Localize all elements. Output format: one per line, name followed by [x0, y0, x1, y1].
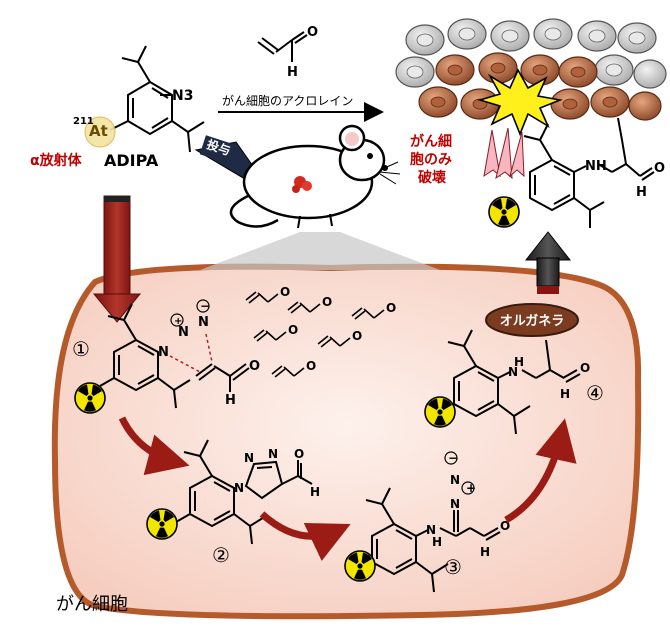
- adipa-molecule: [109, 45, 205, 153]
- radiation-icon-step3: [344, 550, 376, 582]
- svg-text:O: O: [322, 295, 332, 309]
- product-molecule-top: [523, 117, 655, 228]
- syringe: [194, 135, 261, 183]
- svg-text:O: O: [500, 519, 510, 533]
- isotope-mass: 211: [73, 116, 94, 127]
- isotope-symbol: At: [89, 122, 108, 140]
- astatine-atom: [84, 116, 116, 148]
- svg-text:H: H: [225, 393, 236, 408]
- step2-molecule: [175, 439, 313, 545]
- step4-atoms: N H O H: [508, 355, 590, 401]
- svg-text:O: O: [352, 329, 362, 343]
- svg-text:+: +: [466, 481, 476, 495]
- acrolein-o: O: [307, 25, 318, 40]
- destroyed-label-3: 破壊: [418, 169, 447, 186]
- step-2-marker: ②: [212, 543, 230, 567]
- down-arrow: [92, 195, 142, 323]
- compound-name: ADIPA: [104, 151, 159, 170]
- svg-text:H: H: [560, 387, 570, 401]
- up-arrow: [524, 231, 572, 294]
- step1-molecule: [99, 303, 250, 409]
- administration-label: 投与: [205, 136, 232, 158]
- svg-text:N: N: [198, 315, 209, 330]
- radiation-icon-step4: [424, 396, 456, 428]
- organelle-shape: [485, 303, 579, 337]
- radiation-icon-step1: [74, 382, 106, 414]
- svg-text:+: +: [174, 316, 182, 327]
- svg-text:H: H: [514, 355, 524, 369]
- reaction-condition: がん細胞のアクロレイン: [222, 93, 353, 108]
- floating-acroleins: [245, 291, 385, 378]
- cancer-cell-label: がん細胞: [56, 594, 128, 615]
- curved-arrow-2-3: [259, 511, 351, 561]
- top-product-nh: NH: [585, 159, 607, 174]
- svg-text:N: N: [268, 447, 278, 461]
- step1-minus-circle: [196, 299, 210, 313]
- radiation-icon-step2: [146, 508, 178, 540]
- svg-text:N: N: [508, 365, 518, 379]
- cell-field: [395, 18, 667, 180]
- step1-dash-interactions: [169, 333, 213, 373]
- top-product-h: H: [636, 185, 647, 200]
- mouse-illustration: [229, 124, 401, 229]
- step3-atoms: N H N N − + O H: [426, 451, 510, 559]
- step3-plus-circle: [461, 481, 475, 495]
- radiation-icon-top: [488, 196, 520, 228]
- svg-text:H: H: [310, 485, 320, 499]
- svg-text:N: N: [244, 451, 254, 465]
- svg-text:N: N: [426, 523, 436, 537]
- step-3-marker: ③: [444, 555, 462, 579]
- svg-text:O: O: [580, 361, 590, 375]
- step2-atoms: N N N O H: [234, 447, 320, 499]
- svg-text:O: O: [306, 359, 316, 373]
- svg-text:N: N: [234, 481, 244, 495]
- svg-text:H: H: [432, 535, 442, 549]
- step1-atoms: N N N + − O H: [158, 299, 260, 408]
- zoom-wedge: [200, 232, 440, 270]
- acrolein-h: H: [287, 65, 298, 80]
- acrolein-top: [257, 31, 308, 62]
- step3-minus-circle: [444, 451, 458, 465]
- svg-text:−: −: [200, 299, 210, 313]
- top-product-o: O: [654, 161, 665, 176]
- svg-text:O: O: [386, 301, 396, 315]
- svg-text:H: H: [480, 545, 490, 559]
- svg-text:O: O: [288, 323, 298, 337]
- step1-plus-circle: [170, 313, 184, 327]
- step3-molecule: [357, 487, 501, 593]
- organelle-label: オルガネラ: [500, 314, 565, 329]
- destroyed-label-2: 胞のみ: [409, 151, 452, 168]
- svg-text:O: O: [280, 285, 290, 299]
- curved-arrow-1-2: [118, 416, 190, 476]
- svg-text:−: −: [448, 451, 458, 465]
- svg-text:N: N: [178, 325, 189, 340]
- alpha-emitter-label: α放射体: [30, 152, 83, 169]
- explosion-burst: [477, 68, 563, 137]
- svg-text:N: N: [450, 473, 460, 487]
- step-1-marker: ①: [72, 337, 90, 361]
- svg-text:O: O: [249, 359, 260, 374]
- azide-label: N3: [172, 88, 193, 104]
- floating-acrolein-atoms: O O O O O O: [280, 285, 396, 373]
- svg-text:N: N: [158, 345, 169, 360]
- curved-arrow-3-4: [504, 418, 577, 524]
- destroyed-label-1: がん細: [410, 133, 452, 150]
- svg-text:O: O: [294, 447, 304, 461]
- step-4-marker: ④: [586, 381, 604, 405]
- svg-text:N: N: [450, 497, 460, 511]
